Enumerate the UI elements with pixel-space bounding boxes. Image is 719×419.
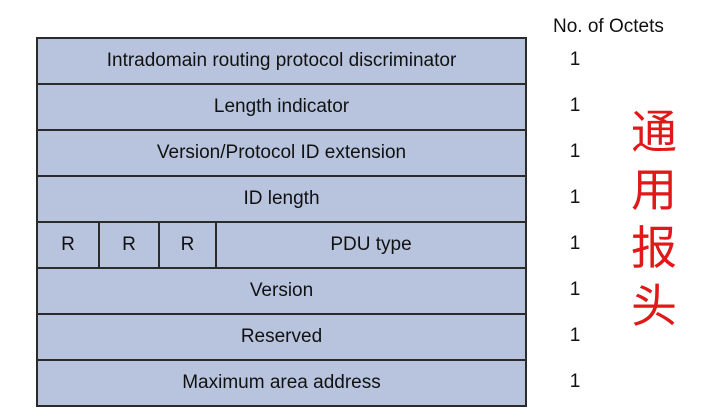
field-row-version: Version [38, 269, 525, 315]
field-row-version-protocol-id-extension: Version/Protocol ID extension [38, 131, 525, 177]
annotation-char: 头 [631, 279, 677, 333]
annotation-char: 通 [631, 105, 677, 159]
octet-count: 1 [569, 279, 581, 300]
annotation-char: 报 [631, 221, 677, 275]
octets-column-header: No. of Octets [553, 16, 664, 37]
reserved-bit-2: R [100, 223, 160, 267]
field-row-routing-discriminator: Intradomain routing protocol discriminat… [38, 39, 525, 85]
octet-count: 1 [569, 325, 581, 346]
field-row-reserved: Reserved [38, 315, 525, 361]
octet-count: 1 [569, 371, 581, 392]
octets-column: 1 1 1 1 1 1 1 1 [565, 37, 585, 405]
reserved-bit-3: R [160, 223, 217, 267]
field-row-maximum-area-address: Maximum area address [38, 361, 525, 407]
octet-count: 1 [569, 49, 581, 70]
octet-count: 1 [569, 233, 581, 254]
annotation-char: 用 [631, 163, 677, 217]
octet-count: 1 [569, 141, 581, 162]
pdu-type-label: PDU type [330, 234, 412, 255]
common-header-annotation: 通 用 报 头 [628, 103, 680, 335]
octet-count: 1 [569, 187, 581, 208]
pdu-header-table: Intradomain routing protocol discriminat… [36, 37, 527, 407]
reserved-bit-1: R [38, 223, 100, 267]
field-row-pdu-type: R R R PDU type [38, 223, 525, 269]
octet-count: 1 [569, 95, 581, 116]
field-row-id-length: ID length [38, 177, 525, 223]
field-row-length-indicator: Length indicator [38, 85, 525, 131]
